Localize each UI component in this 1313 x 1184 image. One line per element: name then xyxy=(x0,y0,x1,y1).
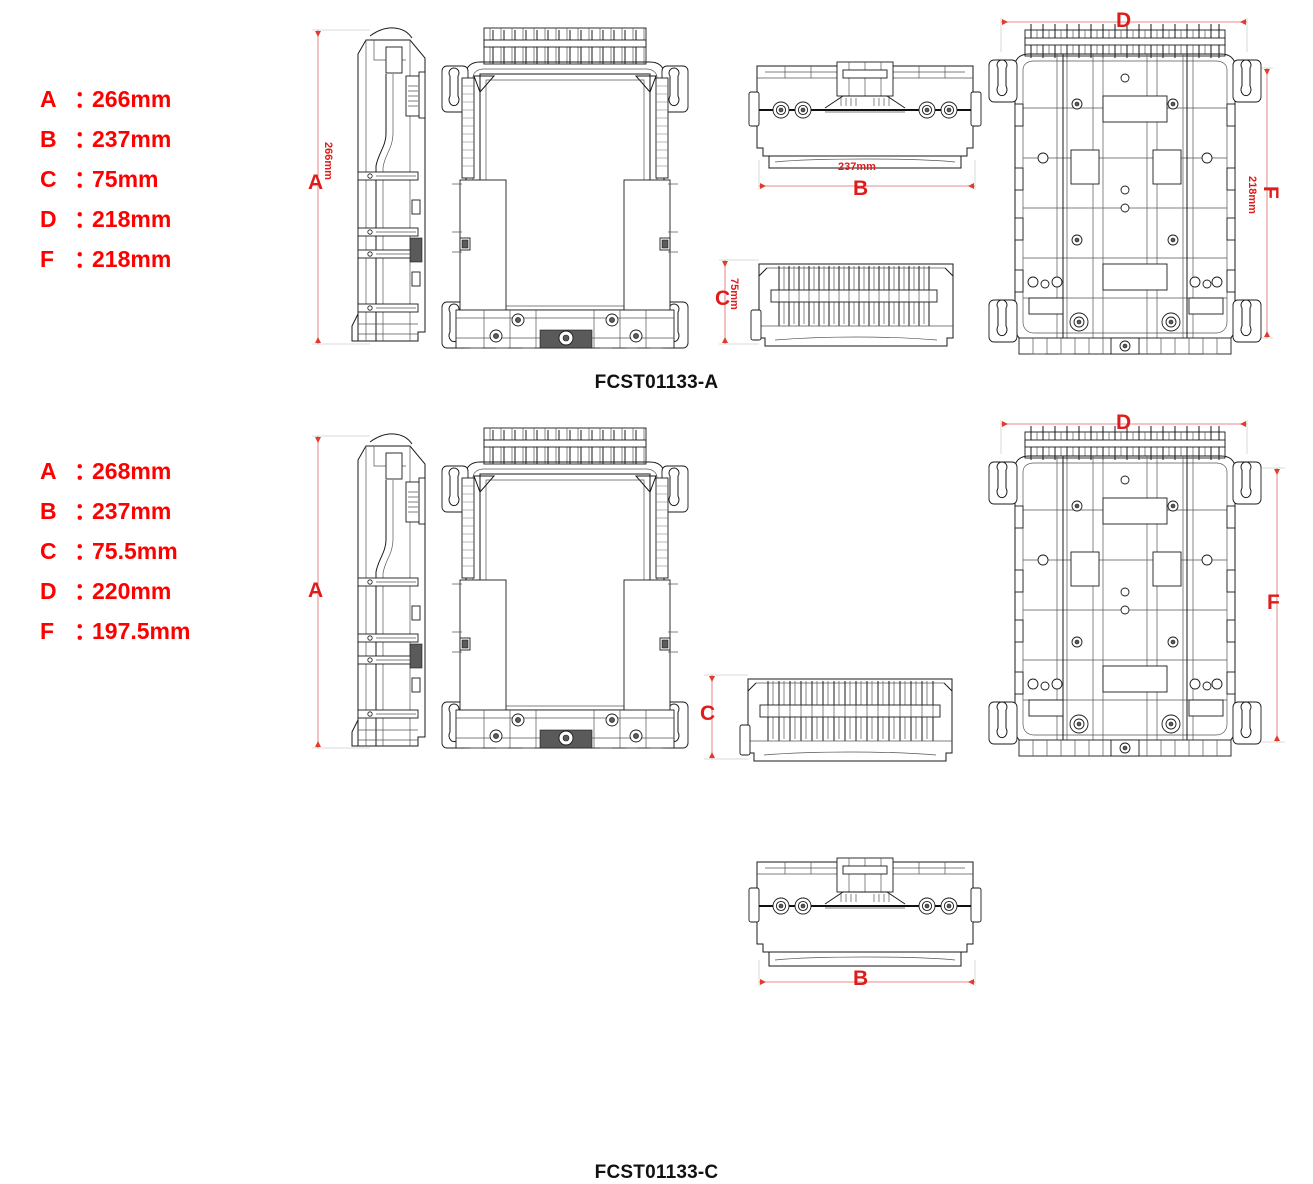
side-rail xyxy=(461,77,669,179)
legend-separator: ： xyxy=(74,538,97,564)
legend-value: 237mm xyxy=(92,126,172,152)
legend-value: 75.5mm xyxy=(92,538,178,564)
mounting-ear xyxy=(988,59,1262,343)
dimension-d xyxy=(1000,18,1248,52)
dimension-legend-c: A ： 268mm B ： 237mm C ： 75.5mm D ： 220mm… xyxy=(40,460,290,660)
legend-key: C xyxy=(40,538,57,564)
legend-key: F xyxy=(40,246,55,272)
legend-value: 220mm xyxy=(92,578,172,604)
drawing-block-fcst01133-a: A ： 266mm B ： 237mm C ： 75mm D ： 218mm F xyxy=(0,0,1313,400)
model-label-a: FCST01133-A xyxy=(594,372,719,393)
side-profile-view-c: A xyxy=(300,422,470,762)
screw-boss xyxy=(1037,73,1213,246)
dimension-letter-a: A xyxy=(308,579,324,602)
bottom-view-c: C xyxy=(700,665,975,770)
legend-item: C ： 75.5mm xyxy=(40,540,290,563)
rear-view-c: D F xyxy=(985,412,1295,762)
splice-tray xyxy=(452,579,678,713)
legend-separator: ： xyxy=(74,166,97,192)
legend-item: B ： 237mm xyxy=(40,500,290,523)
base-assembly xyxy=(455,309,675,349)
port-comb-top xyxy=(483,427,647,465)
port-comb-top xyxy=(483,27,647,65)
legend-key: A xyxy=(40,458,57,484)
legend-value: 197.5mm xyxy=(92,618,191,644)
drawing-block-fcst01133-c: A ： 268mm B ： 237mm C ： 75.5mm D ： 220mm… xyxy=(0,400,1313,1183)
legend-key: B xyxy=(40,126,57,152)
top-view-c: B xyxy=(745,848,985,989)
side-profile-view-a: A 266mm xyxy=(300,14,470,359)
dimension-letter-b: B xyxy=(853,177,869,200)
legend-separator: ： xyxy=(74,246,97,272)
rear-view-a: D F 218mm xyxy=(985,8,1285,360)
legend-item: D ： 218mm xyxy=(40,208,290,231)
dimension-letter-c: C xyxy=(715,287,731,310)
legend-separator: ： xyxy=(74,498,97,524)
legend-separator: ： xyxy=(74,86,97,112)
legend-key: D xyxy=(40,206,57,232)
dimension-c xyxy=(704,674,748,760)
legend-value: 218mm xyxy=(92,206,172,232)
dimension-value-c: 75mm xyxy=(728,278,740,310)
base-assembly xyxy=(455,709,675,749)
dimension-value-f: 218mm xyxy=(1246,176,1258,214)
legend-separator: ： xyxy=(74,618,97,644)
port-gland xyxy=(772,101,958,119)
dimension-letter-b: B xyxy=(853,967,869,990)
legend-value: 75mm xyxy=(92,166,159,192)
dimension-letter-f: F xyxy=(1259,186,1282,199)
dimension-c xyxy=(719,259,759,345)
legend-item: F ： 218mm xyxy=(40,248,290,271)
legend-value: 268mm xyxy=(92,458,172,484)
dimension-legend-a: A ： 266mm B ： 237mm C ： 75mm D ： 218mm F xyxy=(40,88,290,288)
bottom-view-a: C 75mm xyxy=(715,252,970,354)
top-view-a: 237mm B xyxy=(745,52,985,199)
legend-value: 266mm xyxy=(92,86,172,112)
front-view-a xyxy=(440,20,690,360)
legend-item: A ： 266mm xyxy=(40,88,290,111)
legend-value: 218mm xyxy=(92,246,172,272)
port-comb-rear xyxy=(1024,426,1226,460)
mounting-ear xyxy=(988,461,1262,745)
gland-row xyxy=(1027,276,1224,332)
dimension-value-a: 266mm xyxy=(322,142,334,180)
legend-separator: ： xyxy=(74,458,97,484)
legend-item: B ： 237mm xyxy=(40,128,290,151)
legend-key: A xyxy=(40,86,57,112)
legend-separator: ： xyxy=(74,126,97,152)
gland-row xyxy=(1027,678,1224,734)
legend-item: C ： 75mm xyxy=(40,168,290,191)
legend-separator: ： xyxy=(74,578,97,604)
dimension-letter-d: D xyxy=(1116,411,1132,434)
legend-key: C xyxy=(40,166,57,192)
model-label-c: FCST01133-C xyxy=(594,1162,719,1183)
dimension-d xyxy=(1000,420,1248,454)
legend-item: F ： 197.5mm xyxy=(40,620,290,643)
dimension-a xyxy=(312,29,370,345)
screw-boss xyxy=(1037,475,1213,648)
dimension-letter-c: C xyxy=(700,702,716,725)
dimension-a xyxy=(312,435,370,749)
dimension-letter-f: F xyxy=(1267,591,1280,614)
legend-key: D xyxy=(40,578,57,604)
legend-key: F xyxy=(40,618,55,644)
legend-item: A ： 268mm xyxy=(40,460,290,483)
legend-value: 237mm xyxy=(92,498,172,524)
port-comb-rear xyxy=(1024,24,1226,58)
dimension-value-b: 237mm xyxy=(838,161,876,173)
side-rail xyxy=(461,477,669,579)
legend-key: B xyxy=(40,498,57,524)
splice-tray xyxy=(452,179,678,313)
front-view-c xyxy=(440,422,690,760)
legend-separator: ： xyxy=(74,206,97,232)
dimension-letter-a: A xyxy=(308,171,324,194)
dimension-letter-d: D xyxy=(1116,9,1132,32)
legend-item: D ： 220mm xyxy=(40,580,290,603)
